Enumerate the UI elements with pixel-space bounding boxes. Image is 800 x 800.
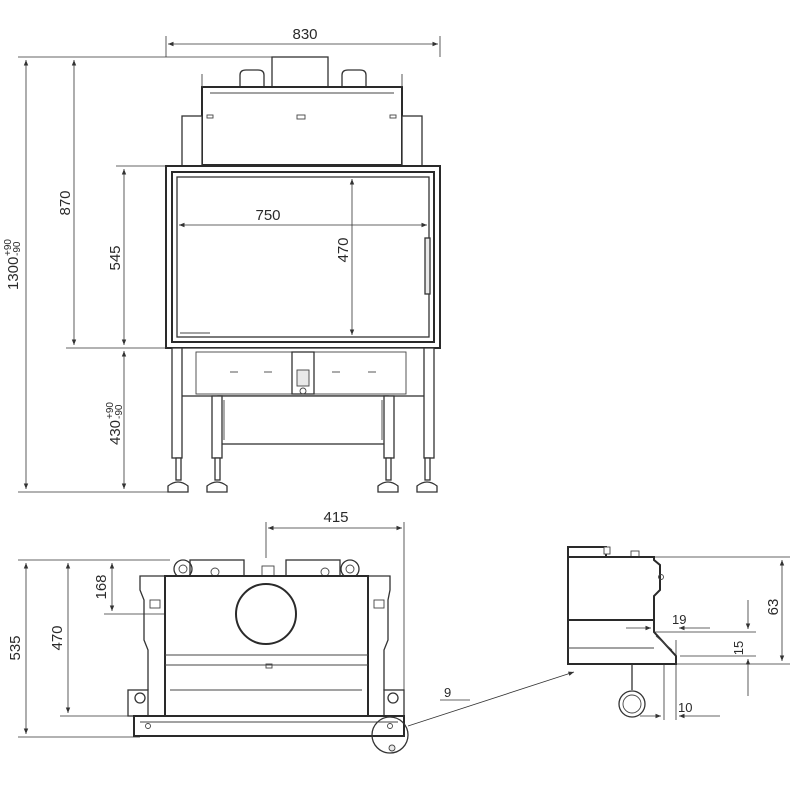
dim-1300-base: 1300 xyxy=(5,257,22,290)
detail-body xyxy=(567,556,661,621)
dim-depth-535: 535 xyxy=(7,635,24,660)
dim-leg-height-430-tol: 430 +90 -90 xyxy=(105,402,125,445)
dim-430-base: 430 xyxy=(107,420,124,445)
side-panel-right xyxy=(401,115,423,167)
adjustable-legs xyxy=(167,347,438,493)
dim-outlet-offset-415: 415 xyxy=(323,509,348,526)
detail-circle xyxy=(371,716,409,754)
dim-1300-tol-lower: -90 xyxy=(12,241,23,256)
dim-430-tol-lower: -90 xyxy=(114,404,125,419)
dim-detail-lip-10: 10 xyxy=(678,700,692,715)
dim-height-1300-tol: 1300 +90 -90 xyxy=(3,239,23,290)
ash-drawer xyxy=(217,395,389,445)
front-dimensions xyxy=(18,36,441,493)
flue-outlet xyxy=(235,583,297,645)
dim-1300-tol-upper: +90 xyxy=(3,239,14,256)
front-view xyxy=(18,36,441,493)
door-handle xyxy=(424,237,431,295)
dim-detail-offset-15: 15 xyxy=(731,641,746,655)
detail-leader xyxy=(407,671,575,727)
detail-view xyxy=(407,546,790,727)
glass-panel xyxy=(176,176,430,338)
top-view xyxy=(18,522,409,754)
lifting-lug-right xyxy=(341,69,367,87)
dim-depth-470: 470 xyxy=(49,625,66,650)
dim-width-830: 830 xyxy=(292,26,317,43)
dim-outlet-depth-168: 168 xyxy=(93,574,110,599)
flue-collar xyxy=(271,56,329,88)
door-plate-top xyxy=(133,715,405,737)
dim-height-545: 545 xyxy=(107,245,124,270)
dim-430-tol-upper: +90 xyxy=(105,402,116,419)
side-panel-left xyxy=(181,115,203,167)
dim-glass-height-470: 470 xyxy=(335,237,352,262)
detail-reference-9: 9 xyxy=(444,685,451,700)
dim-detail-offset-19: 19 xyxy=(672,612,686,627)
dim-height-870: 870 xyxy=(57,190,74,215)
dim-detail-height-63: 63 xyxy=(765,599,782,616)
lifting-lug-left xyxy=(239,69,265,87)
detail-lip xyxy=(567,619,677,665)
upper-housing xyxy=(201,86,403,166)
dim-glass-width-750: 750 xyxy=(255,207,280,224)
